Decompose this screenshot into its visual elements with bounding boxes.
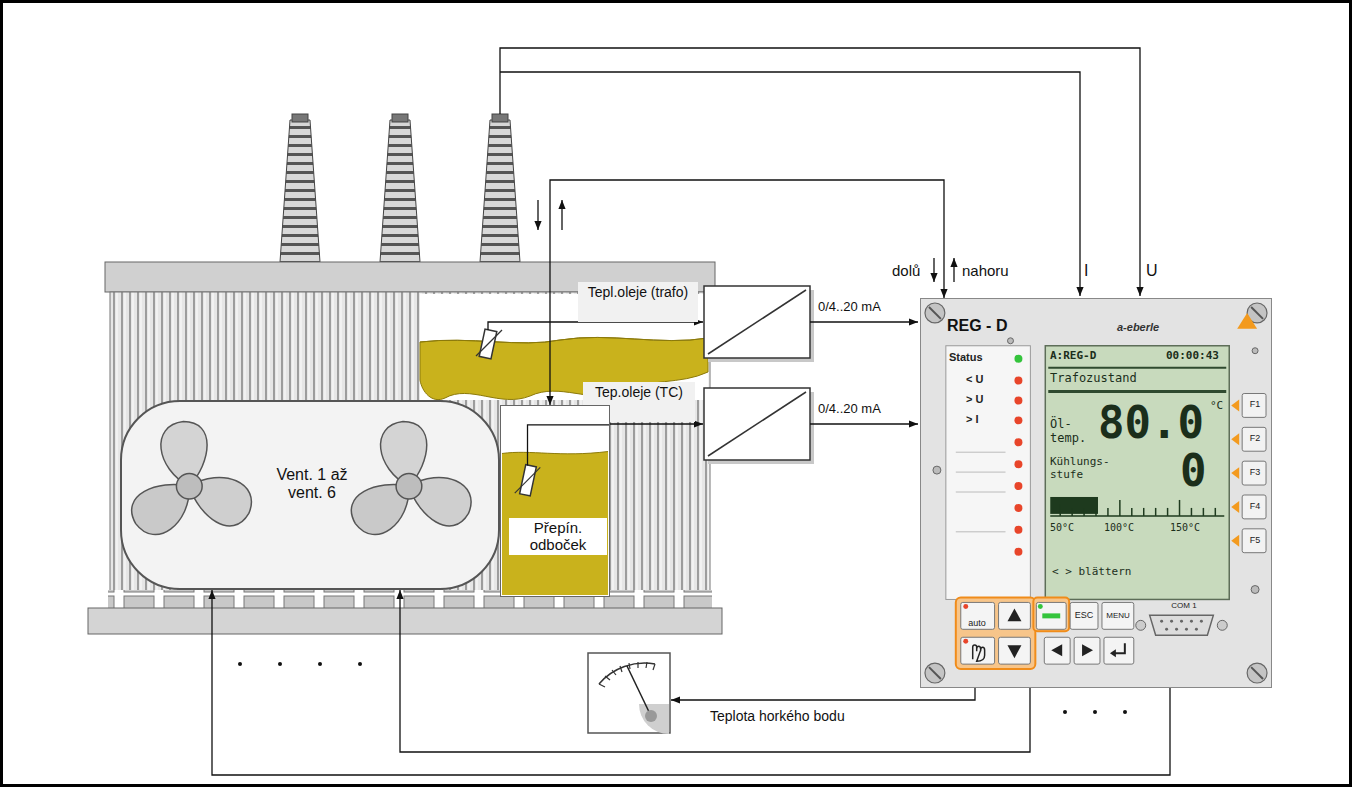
key-label: ESC xyxy=(1070,610,1098,620)
display-text: Öl-temp. xyxy=(1050,418,1094,446)
display-value: 80.0 xyxy=(1098,398,1204,449)
display-text: A:REG-D xyxy=(1050,350,1096,363)
signal-label: Tepl.oleje (trafo) xyxy=(580,284,696,300)
scale-label: 50°C xyxy=(1050,522,1074,534)
signal-range: 0/4..20 mA xyxy=(818,300,881,315)
scale-label: 100°C xyxy=(1104,522,1134,534)
display-unit: °C xyxy=(1210,400,1223,413)
signal-range: 0/4..20 mA xyxy=(818,402,881,417)
display-text: < > blättern xyxy=(1052,566,1131,579)
led-label: > I xyxy=(966,413,979,426)
meter-label: Teplota horkého bodu xyxy=(710,708,885,724)
display-text: Kühlungs-stufe xyxy=(1050,456,1122,481)
display-text: 00:00:43 xyxy=(1166,350,1219,363)
device-name: REG - D xyxy=(947,317,1037,335)
hot-spot-meter: Teplota horkého bodu xyxy=(585,650,885,735)
key-label: F5 xyxy=(1243,535,1267,545)
tap-changer: Přepín. odboček xyxy=(500,405,610,597)
connector xyxy=(550,180,944,405)
key-label: F2 xyxy=(1243,433,1267,443)
key-label: F3 xyxy=(1243,467,1267,477)
signal-label: Tep.oleje (TC) xyxy=(585,384,693,400)
connector xyxy=(671,688,975,700)
key-label: auto xyxy=(960,618,994,628)
direction-label: dolů xyxy=(892,262,920,279)
key-label: MENU xyxy=(1102,611,1134,620)
key-label: F1 xyxy=(1243,399,1267,409)
brand-logo: a-eberle xyxy=(1117,321,1237,334)
port-label: COM 1 xyxy=(1152,601,1216,610)
status-label: Status xyxy=(949,351,983,364)
node-label: Přepín. odboček xyxy=(509,518,607,555)
fan-housing: Vent. 1 až vent. 6 xyxy=(120,400,500,590)
scale-label: 150°C xyxy=(1170,522,1200,534)
tap-changer-illustration xyxy=(501,406,609,596)
direction-label: nahoru xyxy=(962,262,1009,279)
node-label: Vent. 1 až vent. 6 xyxy=(270,466,354,503)
signal-name: I xyxy=(1084,262,1088,280)
key-label: F4 xyxy=(1243,501,1267,511)
signal-name: U xyxy=(1146,262,1158,280)
display-value: 0 xyxy=(1180,446,1207,497)
led-label: < U xyxy=(966,373,983,386)
display-text: Trafozustand xyxy=(1050,372,1137,386)
led-label: > U xyxy=(966,393,983,406)
